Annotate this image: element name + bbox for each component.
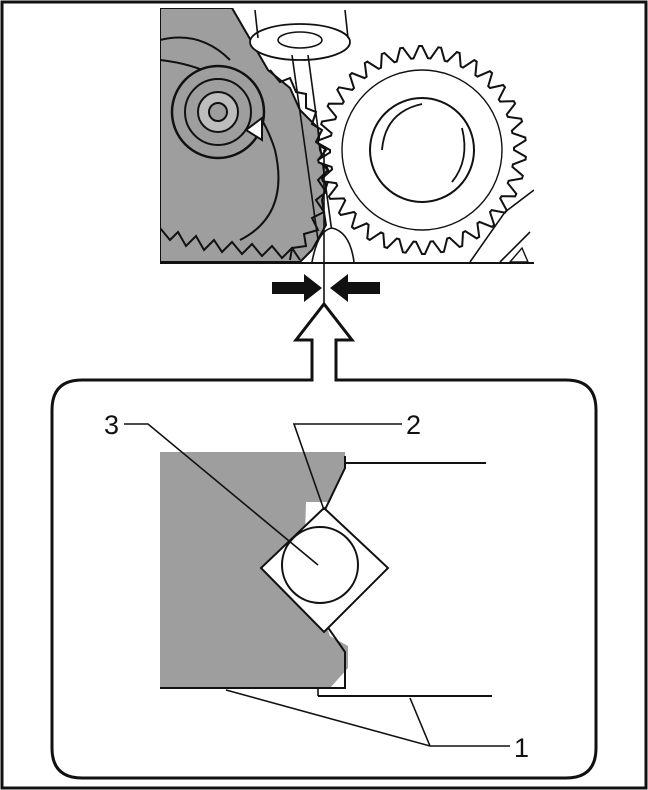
hub-slot bbox=[244, 116, 263, 142]
leader-line-1b bbox=[409, 697, 431, 747]
shaft-line-1 bbox=[291, 54, 319, 241]
callout-1: 1 bbox=[514, 733, 529, 763]
callout-2: 2 bbox=[406, 410, 421, 440]
shaft-right-edge bbox=[344, 9, 349, 39]
shaft-top-ellipse bbox=[249, 23, 351, 61]
shaft-inner-ellipse bbox=[277, 31, 323, 49]
hub-ring bbox=[184, 78, 252, 146]
hub-center bbox=[208, 102, 228, 122]
detail-callout: 3 2 1 bbox=[50, 301, 598, 780]
left-gear-outline bbox=[160, 36, 231, 61]
left-gear-bottom-teeth bbox=[160, 227, 301, 261]
right-gear-bore bbox=[369, 97, 475, 203]
center-lower-pulley bbox=[311, 227, 355, 263]
gear-illustration bbox=[160, 8, 534, 310]
shaft-line-2 bbox=[307, 54, 334, 241]
gauge-ball bbox=[281, 526, 359, 604]
shaded-block bbox=[160, 452, 348, 688]
right-arrow bbox=[330, 274, 380, 302]
right-bracket-lines bbox=[469, 189, 534, 263]
alignment-arrows bbox=[272, 274, 380, 302]
left-arrow bbox=[272, 274, 322, 302]
callout-3: 3 bbox=[104, 410, 119, 440]
shaft-left-edge bbox=[254, 9, 259, 39]
leader-line-3 bbox=[124, 423, 319, 566]
block-right-profile bbox=[319, 456, 346, 521]
right-gear-bore-shade bbox=[451, 127, 466, 183]
right-bracket-lines-2 bbox=[499, 231, 531, 263]
right-gear-bore-highlight bbox=[381, 103, 423, 151]
right-gear-inner-ring bbox=[341, 69, 503, 231]
leader-line-2 bbox=[292, 423, 402, 511]
